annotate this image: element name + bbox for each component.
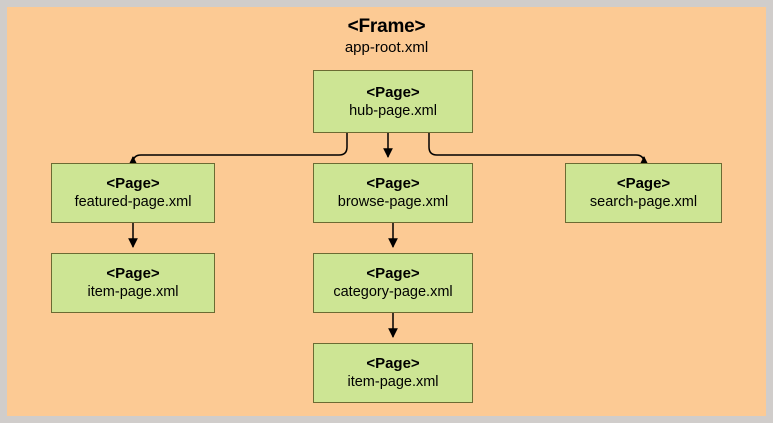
node-file-label: hub-page.xml: [349, 102, 437, 119]
edge-hub-to-search: [428, 133, 649, 166]
frame-type-label: <Frame>: [347, 16, 426, 37]
node-type-label: <Page>: [366, 175, 420, 192]
node-hub-page[interactable]: <Page> hub-page.xml: [313, 70, 473, 133]
node-type-label: <Page>: [106, 265, 160, 282]
node-search-page[interactable]: <Page> search-page.xml: [565, 163, 722, 223]
node-type-label: <Page>: [366, 355, 420, 372]
node-type-label: <Page>: [616, 175, 671, 192]
node-item-page-featured[interactable]: <Page> item-page.xml: [51, 253, 215, 313]
node-featured-page[interactable]: <Page> featured-page.xml: [51, 163, 215, 223]
connector-layer: [128, 133, 649, 338]
node-type-label: <Page>: [366, 83, 420, 101]
node-file-label: search-page.xml: [589, 194, 698, 210]
node-file-label: category-page.xml: [333, 284, 453, 300]
node-type-label: <Page>: [106, 175, 160, 192]
node-browse-page[interactable]: <Page> browse-page.xml: [313, 163, 473, 223]
node-file-label: item-page.xml: [347, 374, 439, 390]
edge-hub-to-featured: [128, 133, 348, 166]
diagram-canvas: <Frame> app-root.xml <Page> hub-page.xml…: [7, 7, 766, 416]
node-item-page-category[interactable]: <Page> item-page.xml: [313, 343, 473, 403]
node-file-label: browse-page.xml: [337, 194, 449, 210]
node-category-page[interactable]: <Page> category-page.xml: [313, 253, 473, 313]
node-file-label: item-page.xml: [87, 284, 179, 300]
node-file-label: featured-page.xml: [74, 194, 192, 210]
frame-file-label: app-root.xml: [344, 39, 429, 56]
node-type-label: <Page>: [366, 265, 420, 282]
